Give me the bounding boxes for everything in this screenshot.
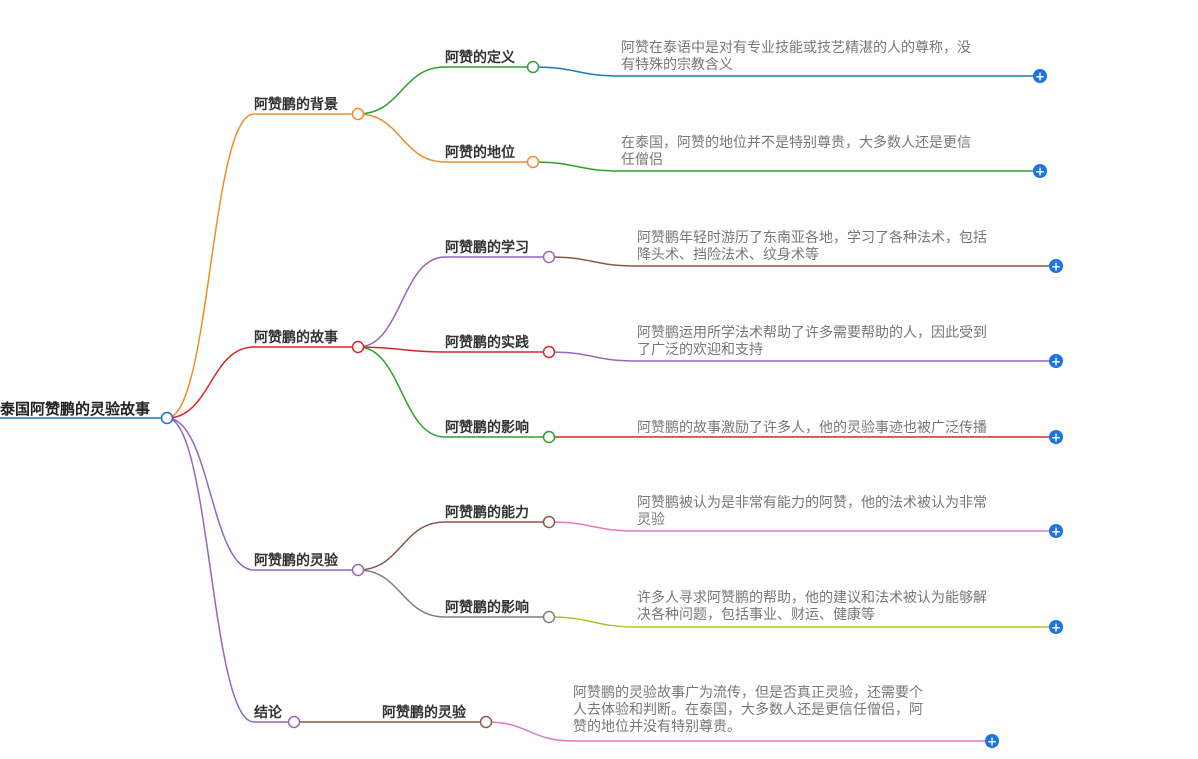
note-connector (532, 161, 622, 172)
note-text: 人去体验和判断。在泰国，大多数人还是更信任僧侣，阿 (573, 701, 923, 718)
plus-icon-glyph: + (987, 735, 997, 749)
note-text: 阿赞鹏被认为是非常有能力的阿赞，他的法术被认为非常 (637, 495, 987, 511)
expand-button[interactable]: + (985, 734, 999, 749)
plus-icon (1049, 620, 1063, 634)
branch-connector (166, 346, 255, 419)
subtopic-node[interactable] (526, 155, 540, 169)
branch-connector (166, 113, 255, 419)
expand-button[interactable]: + (1049, 430, 1063, 445)
connector-lines (0, 66, 1049, 742)
plus-icon (1049, 524, 1063, 538)
plus-icon (1049, 354, 1063, 368)
note-text: 阿赞鹏运用所学法术帮助了许多需要帮助的人，因此受到 (637, 324, 987, 341)
note-connector (548, 256, 638, 267)
expand-button[interactable]: + (1049, 354, 1063, 369)
expand-button[interactable]: + (1049, 524, 1063, 539)
subtopic-connector (357, 113, 446, 163)
note-text: 阿赞鹏的故事激励了许多人，他的灵验事迹也被广泛传播 (637, 419, 987, 436)
plus-icon-glyph: + (1035, 165, 1045, 179)
note-connector (548, 616, 638, 628)
subtopic-connector (357, 521, 446, 571)
root-node-label: 泰国阿赞鹏的灵验故事 (0, 400, 150, 418)
note-connector (485, 721, 574, 742)
branch-node[interactable] (351, 107, 365, 121)
plus-icon-glyph: + (1051, 621, 1061, 635)
note-text: 灵验 (637, 512, 665, 528)
subtopic-label: 阿赞鹏的影响 (445, 419, 529, 436)
branch-node[interactable] (351, 340, 365, 354)
branch-label: 阿赞鹏的背景 (254, 96, 338, 113)
subtopic-label: 阿赞鹏的实践 (445, 334, 529, 351)
subtopic-node[interactable] (526, 60, 540, 74)
subtopic-label: 阿赞鹏的能力 (445, 504, 529, 521)
subtopic-label: 阿赞鹏的学习 (445, 239, 529, 256)
expand-button[interactable]: + (1049, 620, 1063, 635)
branch-node[interactable] (287, 715, 301, 729)
plus-icon (1049, 259, 1063, 273)
plus-icon-glyph: + (1051, 355, 1061, 369)
subtopic-label: 阿赞鹏的影响 (445, 599, 529, 616)
plus-icon-glyph: + (1035, 70, 1045, 84)
subtopic-label: 阿赞的定义 (445, 49, 515, 66)
plus-icon-glyph: + (1051, 260, 1061, 274)
subtopic-label: 阿赞的地位 (445, 144, 515, 161)
branch-node[interactable] (351, 563, 365, 577)
subtopic-connector (357, 66, 446, 115)
plus-icon (1033, 164, 1047, 178)
note-connector (548, 521, 638, 532)
expand-button[interactable]: + (1049, 259, 1063, 274)
note-text: 在泰国，阿赞的地位并不是特别尊贵，大多数人还是更信 (621, 134, 971, 151)
note-text: 有特殊的宗教含义 (621, 57, 733, 73)
subtopic-connector (357, 346, 446, 353)
note-text: 任僧侣 (621, 152, 663, 168)
branch-connector (166, 417, 255, 723)
note-connector (532, 66, 622, 77)
subtopic-connector (357, 256, 446, 348)
subtopic-node[interactable] (542, 250, 556, 264)
note-text: 决各种问题，包括事业、财运、健康等 (637, 606, 875, 623)
subtopic-label: 阿赞鹏的灵验 (382, 704, 467, 721)
branch-label: 阿赞鹏的灵验 (254, 552, 339, 569)
note-connector (548, 351, 638, 362)
subtopic-node[interactable] (479, 715, 493, 729)
plus-icon (985, 734, 999, 748)
subtopic-node[interactable] (542, 610, 556, 624)
branch-connector (166, 417, 255, 571)
mind-map-nodes: 泰国阿赞鹏的灵验故事 阿赞鹏的背景 阿赞的定义 阿赞在泰语中是对有专业技能或技艺精湛的… (0, 39, 1063, 749)
root-node[interactable] (160, 411, 174, 425)
note-text: 赞的地位并没有特别尊贵。 (573, 718, 741, 735)
branch-label: 结论 (254, 704, 283, 721)
note-text: 了广泛的欢迎和支持 (637, 342, 763, 358)
subtopic-node[interactable] (542, 430, 556, 444)
note-text: 阿赞鹏的灵验故事广为流传，但是否真正灵验，还需要个 (573, 685, 923, 701)
note-text: 阿赞在泰语中是对有专业技能或技艺精湛的人的尊称，没 (621, 39, 971, 56)
expand-button[interactable]: + (1033, 164, 1047, 179)
note-text: 许多人寻求阿赞鹏的帮助，他的建议和法术被认为能够解 (637, 589, 987, 606)
expand-button[interactable]: + (1033, 69, 1047, 84)
subtopic-node[interactable] (542, 515, 556, 529)
plus-icon-glyph: + (1051, 525, 1061, 539)
plus-icon (1033, 69, 1047, 83)
note-text: 阿赞鹏年轻时游历了东南亚各地，学习了各种法术，包括 (637, 230, 987, 246)
note-text: 降头术、挡险法术、纹身术等 (637, 246, 819, 263)
subtopic-connector (357, 569, 446, 618)
plus-icon (1049, 430, 1063, 444)
branch-label: 阿赞鹏的故事 (254, 329, 338, 346)
subtopic-connector (357, 346, 446, 438)
plus-icon-glyph: + (1051, 431, 1061, 445)
subtopic-node[interactable] (542, 345, 556, 359)
